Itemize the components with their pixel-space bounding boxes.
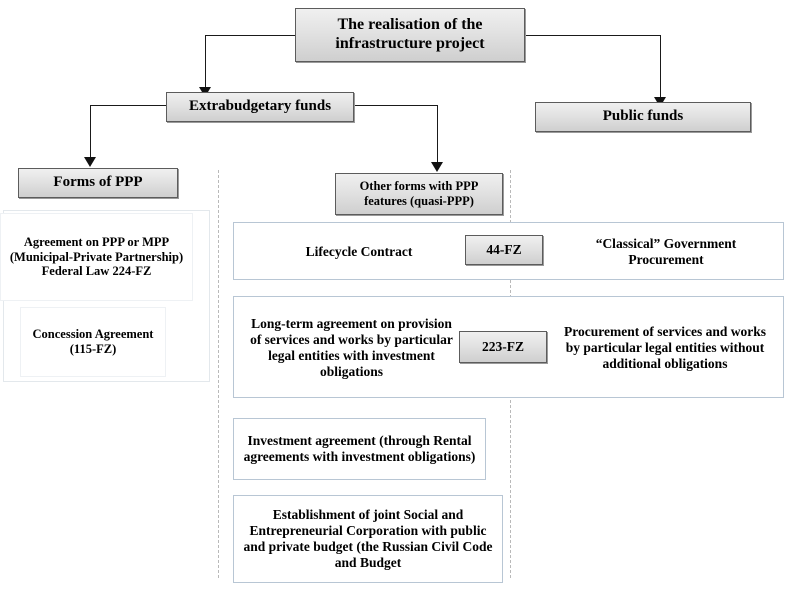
- ppp-item-concession[interactable]: Concession Agreement (115-FZ): [20, 307, 166, 377]
- extra-row-joint-corporation[interactable]: Establishment of joint Social and Entrep…: [233, 495, 503, 583]
- law-row-223fz-right-label: Procurement of services and works by par…: [564, 323, 766, 372]
- arrow-extrabudgetary-to-quasi: [431, 162, 443, 172]
- forms-of-ppp-box[interactable]: Forms of PPP: [18, 168, 178, 198]
- quasi-ppp-label: Other forms with PPP features (quasi-PPP…: [359, 179, 479, 208]
- law-row-44fz: Lifecycle Contract 44-FZ “Classical” Gov…: [233, 222, 784, 280]
- extra-row-investment-agreement[interactable]: Investment agreement (through Rental agr…: [233, 418, 486, 480]
- public-funds-box[interactable]: Public funds: [535, 102, 751, 132]
- quasi-ppp-box[interactable]: Other forms with PPP features (quasi-PPP…: [335, 173, 503, 215]
- ppp-item-agreement-label: Agreement on PPP or MPP (Municipal-Priva…: [9, 234, 184, 279]
- title-box[interactable]: The realisation of the infrastructure pr…: [295, 8, 525, 62]
- public-funds-label: Public funds: [602, 108, 684, 125]
- connector-title-to-public-vertical: [660, 35, 661, 102]
- law-badge-44fz[interactable]: 44-FZ: [465, 235, 543, 265]
- connector-title-to-extrabudgetary-vertical: [205, 35, 206, 92]
- connector-extrabudgetary-to-forms-vertical: [90, 105, 91, 162]
- connector-extrabudgetary-to-forms-horizontal: [90, 105, 166, 106]
- extrabudgetary-funds-box[interactable]: Extrabudgetary funds: [166, 92, 354, 122]
- connector-extrabudgetary-to-quasi-horizontal: [354, 105, 438, 106]
- extrabudgetary-funds-label: Extrabudgetary funds: [188, 98, 332, 115]
- title-box-label: The realisation of the infrastructure pr…: [335, 16, 485, 52]
- law-row-44fz-right-label: “Classical” Government Procurement: [595, 235, 737, 267]
- law-row-44fz-left-label: Lifecycle Contract: [305, 243, 413, 259]
- law-row-223fz-left-label: Long-term agreement on provision of serv…: [250, 315, 453, 380]
- connector-title-to-extrabudgetary-horizontal: [205, 35, 295, 36]
- extra-row-investment-agreement-label: Investment agreement (through Rental agr…: [243, 433, 476, 464]
- ppp-item-agreement[interactable]: Agreement on PPP or MPP (Municipal-Priva…: [0, 213, 193, 301]
- arrow-extrabudgetary-to-forms: [84, 157, 96, 167]
- law-badge-223fz[interactable]: 223-FZ: [459, 331, 547, 363]
- law-row-223fz: Long-term agreement on provision of serv…: [233, 296, 784, 398]
- dashed-divider-left: [218, 170, 219, 578]
- connector-extrabudgetary-to-quasi-vertical: [437, 105, 438, 167]
- ppp-item-concession-label: Concession Agreement (115-FZ): [32, 327, 154, 356]
- forms-of-ppp-label: Forms of PPP: [53, 174, 143, 191]
- connector-title-to-public-horizontal: [525, 35, 661, 36]
- extra-row-joint-corporation-label: Establishment of joint Social and Entrep…: [243, 507, 493, 570]
